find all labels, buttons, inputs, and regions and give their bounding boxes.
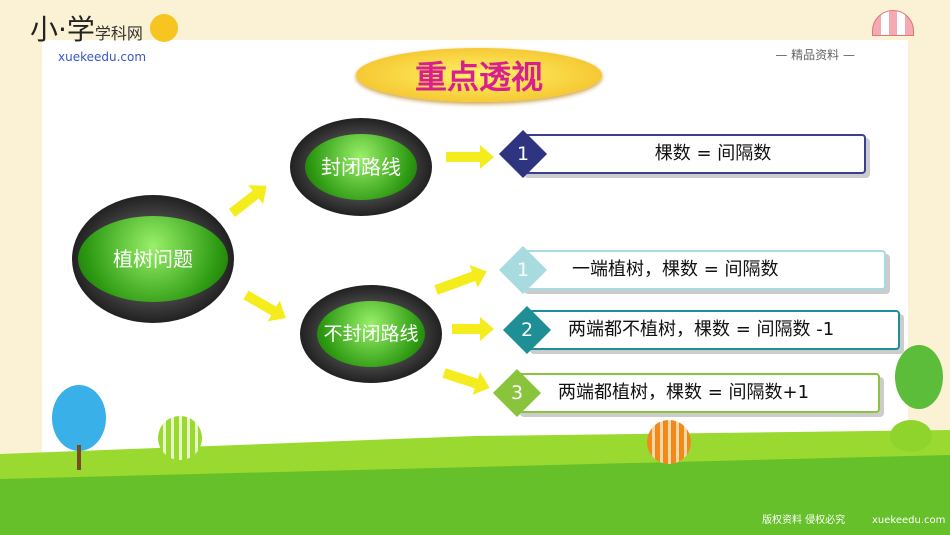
item-box-1: 棵数 = 间隔数	[520, 134, 866, 174]
item-number: 1	[516, 143, 530, 165]
closed-label: 封闭路线	[305, 134, 417, 200]
tree-icon	[890, 420, 932, 452]
item-text: 一端植树，棵数 = 间隔数	[572, 259, 779, 280]
item-number: 3	[510, 382, 524, 404]
logo-url: xuekeedu.com	[58, 50, 147, 64]
item-box-2: 一端植树，棵数 = 间隔数	[520, 250, 886, 290]
root-label: 植树问题	[78, 216, 228, 302]
closed-node: 封闭路线	[290, 118, 432, 216]
item-text: 棵数 = 间隔数	[654, 143, 772, 164]
item-number: 1	[516, 259, 530, 281]
item-box-3: 两端都不植树，棵数 = 间隔数 -1	[526, 310, 900, 350]
item-text: 两端都不植树，棵数 = 间隔数 -1	[568, 319, 835, 340]
parachute-icon	[872, 10, 914, 36]
item-number: 2	[520, 319, 534, 341]
slide-title: 重点透视	[356, 48, 602, 102]
mascot-icon	[150, 14, 178, 42]
tagline: — 精品资料 —	[775, 48, 855, 62]
tree-trunk	[77, 445, 81, 470]
footer-site: xuekeedu.com	[872, 515, 946, 526]
tree-icon	[52, 385, 106, 451]
logo-main: 小·学	[30, 13, 95, 46]
item-box-4: 两端都植树，棵数 = 间隔数+1	[516, 373, 880, 413]
logo-sub: 学科网	[94, 24, 143, 43]
copyright-text: 版权资料 侵权必究	[762, 515, 846, 526]
logo: 小·学学科网 xuekeedu.com	[30, 14, 190, 66]
arrow-icon	[452, 317, 494, 341]
tree-icon	[158, 416, 202, 460]
item-text: 两端都植树，棵数 = 间隔数+1	[558, 382, 810, 403]
arrow-icon	[446, 145, 494, 169]
open-node: 不封闭路线	[300, 285, 442, 383]
open-label: 不封闭路线	[317, 301, 425, 367]
tree-icon	[895, 345, 943, 409]
root-node: 植树问题	[72, 195, 234, 323]
tree-icon	[647, 420, 691, 464]
